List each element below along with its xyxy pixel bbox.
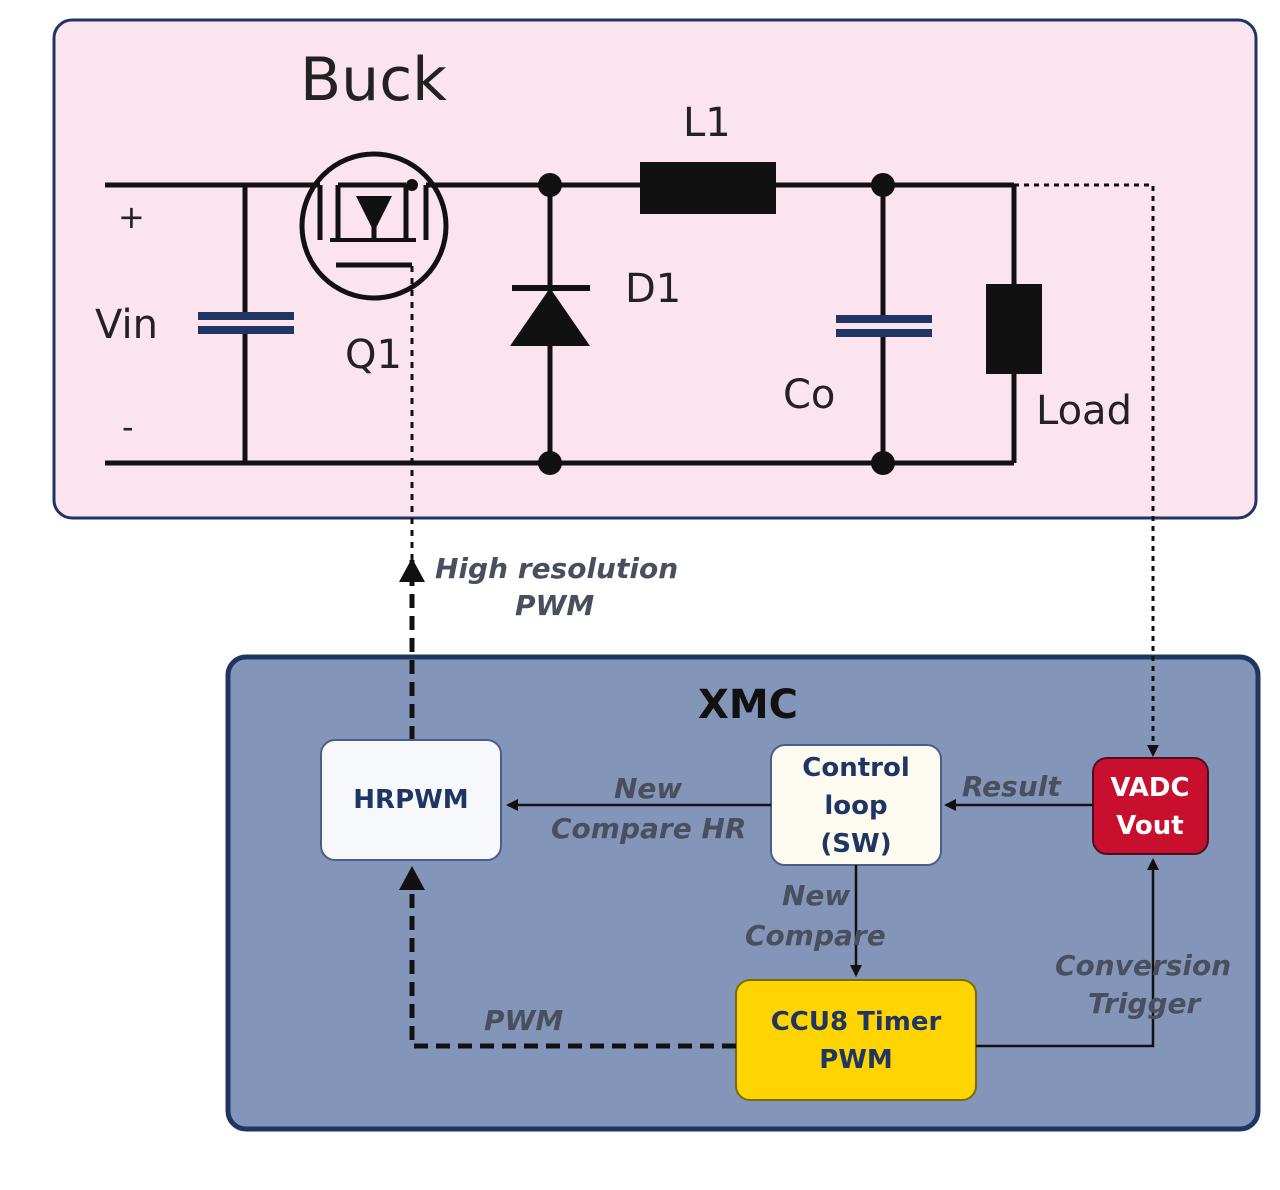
conversion-trigger-label-1: Conversion bbox=[1055, 949, 1231, 982]
load-label: Load bbox=[1036, 388, 1132, 434]
control-loop-label-1: Control bbox=[802, 753, 909, 783]
ccu8-label-2: PWM bbox=[819, 1045, 893, 1075]
vin-label: Vin bbox=[95, 302, 158, 348]
pwm-signal-line bbox=[399, 866, 736, 1049]
conversion-trigger-label-2: Trigger bbox=[1088, 987, 1203, 1020]
input-capacitor bbox=[198, 185, 294, 463]
ccu8-block bbox=[735, 979, 977, 1101]
new-compare-hr-label-2: Compare HR bbox=[551, 812, 746, 845]
d1-label: D1 bbox=[625, 266, 681, 312]
result-label: Result bbox=[962, 770, 1062, 803]
vin-plus: + bbox=[118, 198, 145, 236]
diode-d1 bbox=[510, 173, 590, 475]
control-loop-label-2: loop bbox=[824, 791, 887, 821]
output-capacitor bbox=[836, 173, 932, 475]
buck-panel bbox=[52, 18, 1258, 520]
buck-title: Buck bbox=[300, 45, 447, 115]
pwm-label: PWM bbox=[484, 1004, 563, 1037]
xmc-title: XMC bbox=[698, 682, 798, 728]
q1-label: Q1 bbox=[345, 332, 402, 378]
control-loop-label-3: (SW) bbox=[820, 829, 891, 859]
hr-pwm-label-2: PWM bbox=[515, 589, 594, 622]
ccu8-label-1: CCU8 Timer bbox=[771, 1007, 942, 1037]
l1-label: L1 bbox=[683, 100, 731, 146]
vadc-label-1: VADC bbox=[1110, 773, 1189, 803]
load-resistor bbox=[986, 185, 1042, 463]
new-compare-hr-label-1: New bbox=[614, 772, 682, 805]
inductor-l1 bbox=[640, 162, 776, 214]
co-label: Co bbox=[783, 372, 835, 418]
new-compare-label-2: Compare bbox=[745, 919, 886, 952]
hrpwm-label: HRPWM bbox=[353, 785, 468, 815]
conversion-trigger-arrow bbox=[976, 858, 1159, 1048]
new-compare-label-1: New bbox=[782, 879, 850, 912]
hrpwm-block bbox=[320, 739, 502, 861]
hr-pwm-label-1: High resolution bbox=[435, 552, 678, 585]
mosfet-q1 bbox=[299, 151, 450, 301]
vin-minus: - bbox=[122, 408, 134, 446]
vadc-label-2: Vout bbox=[1116, 811, 1184, 841]
